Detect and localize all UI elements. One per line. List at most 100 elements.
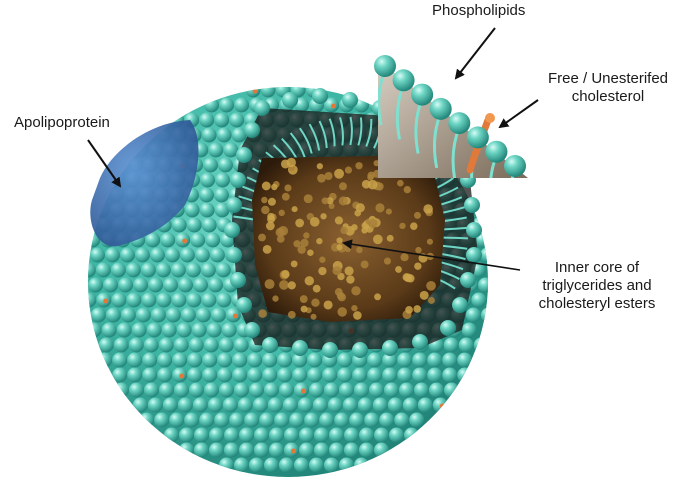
- lipid-droplet: [335, 216, 343, 224]
- phospholipid-head: [179, 443, 194, 458]
- lipid-droplet: [324, 300, 333, 309]
- phospholipid-head: [299, 428, 314, 443]
- phospholipid-head: [201, 293, 216, 308]
- phospholipid-head: [192, 323, 207, 338]
- phospholipid-head: [229, 113, 244, 128]
- phospholipid-head: [247, 353, 262, 368]
- phospholipid-head: [292, 368, 307, 383]
- phospholipid-head: [222, 323, 237, 338]
- phospholipid-head: [151, 308, 166, 323]
- phospholipid-head: [234, 98, 249, 113]
- phospholipid-head: [373, 398, 388, 413]
- label-phospholipids: Phospholipids: [432, 2, 525, 20]
- label-apolipoprotein: Apolipoprotein: [14, 114, 110, 132]
- phospholipid-head: [144, 383, 159, 398]
- phospholipid-head: [136, 308, 151, 323]
- phospholipid-head: [217, 353, 232, 368]
- cholesterol-dot: [301, 389, 306, 394]
- phospholipid-head: [142, 353, 157, 368]
- phospholipid-head: [389, 428, 404, 443]
- phospholipid-head: [442, 368, 457, 383]
- phospholipid-head: [394, 413, 409, 428]
- lipid-droplet: [279, 280, 289, 290]
- phospholipid-head: [309, 383, 324, 398]
- phospholipid-head: [444, 383, 459, 398]
- lipid-droplet: [261, 197, 267, 203]
- cholesterol-dot: [440, 404, 445, 409]
- lipid-droplet: [395, 266, 402, 273]
- phospholipid-head: [81, 263, 96, 278]
- lipid-droplet: [304, 194, 313, 203]
- phospholipid-head: [114, 338, 129, 353]
- phospholipid-head: [352, 368, 367, 383]
- lipid-droplet: [337, 292, 345, 300]
- lipid-droplet: [268, 198, 276, 206]
- phospholipid-head: [282, 92, 298, 108]
- cholesterol-dot: [182, 239, 187, 244]
- phospholipid-head: [202, 128, 217, 143]
- label-cholesterol-line2: cholesterol: [530, 88, 686, 106]
- phospholipid-head: [201, 263, 216, 278]
- phospholipid-head: [319, 413, 334, 428]
- phospholipid-head: [159, 383, 174, 398]
- phospholipid-head: [382, 368, 397, 383]
- phospholipid-head: [343, 398, 358, 413]
- lipid-droplet: [303, 232, 309, 238]
- lipid-droplet: [387, 235, 394, 242]
- cholesterol-dot: [179, 374, 184, 379]
- phospholipid-head: [314, 443, 329, 458]
- phospholipid-head: [329, 428, 344, 443]
- inset-phospholipid-head: [411, 84, 433, 106]
- phospholipid-head: [178, 398, 193, 413]
- phospholipid-head: [156, 263, 171, 278]
- phospholipid-head: [236, 147, 252, 163]
- phospholipid-head: [234, 383, 249, 398]
- phospholipid-head: [219, 458, 234, 473]
- phospholipid-head: [254, 443, 269, 458]
- phospholipid-head: [279, 383, 294, 398]
- phospholipid-head: [218, 158, 233, 173]
- phospholipid-head: [358, 398, 373, 413]
- phospholipid-head: [412, 334, 428, 350]
- lipid-droplet: [313, 285, 321, 293]
- phospholipid-head: [210, 248, 225, 263]
- label-cholesterol-line1: Free / Unesterifed: [530, 70, 686, 88]
- phospholipid-head: [459, 338, 474, 353]
- lipid-droplet: [397, 180, 404, 187]
- phospholipid-head: [247, 368, 262, 383]
- phospholipid-head: [429, 383, 444, 398]
- phospholipid-head: [178, 278, 193, 293]
- phospholipid-head: [88, 278, 103, 293]
- phospholipid-head: [457, 353, 472, 368]
- lipid-droplet: [375, 203, 384, 212]
- phospholipid-head: [160, 233, 175, 248]
- lipid-droplet: [281, 270, 289, 278]
- lipid-droplet: [345, 167, 352, 174]
- inset-phospholipid-head: [374, 55, 396, 77]
- phospholipid-head: [216, 263, 231, 278]
- phospholipid-head: [180, 248, 195, 263]
- arrow-phospholipids: [456, 28, 495, 78]
- lipid-droplet: [295, 219, 304, 228]
- phospholipid-head: [404, 428, 419, 443]
- label-core-line3: cholesteryl esters: [522, 295, 672, 313]
- cholesterol-dot: [481, 344, 486, 349]
- phospholipid-head: [283, 398, 298, 413]
- lipid-droplet: [346, 275, 354, 283]
- phospholipid-head: [460, 272, 476, 288]
- inset-phospholipid-head: [448, 112, 470, 134]
- phospholipid-head: [214, 413, 229, 428]
- label-core-line2: triglycerides and: [522, 277, 672, 295]
- phospholipid-head: [195, 248, 210, 263]
- phospholipid-head: [129, 383, 144, 398]
- phospholipid-head: [277, 353, 292, 368]
- phospholipid-head: [230, 172, 246, 188]
- lipid-droplet: [361, 260, 369, 268]
- phospholipid-head: [339, 458, 354, 473]
- phospholipid-head: [148, 398, 163, 413]
- inset-phospholipid-head: [430, 98, 452, 120]
- lipid-droplet: [337, 244, 343, 250]
- phospholipid-head: [103, 278, 118, 293]
- lipid-droplet: [261, 206, 269, 214]
- lipid-droplet: [284, 184, 291, 191]
